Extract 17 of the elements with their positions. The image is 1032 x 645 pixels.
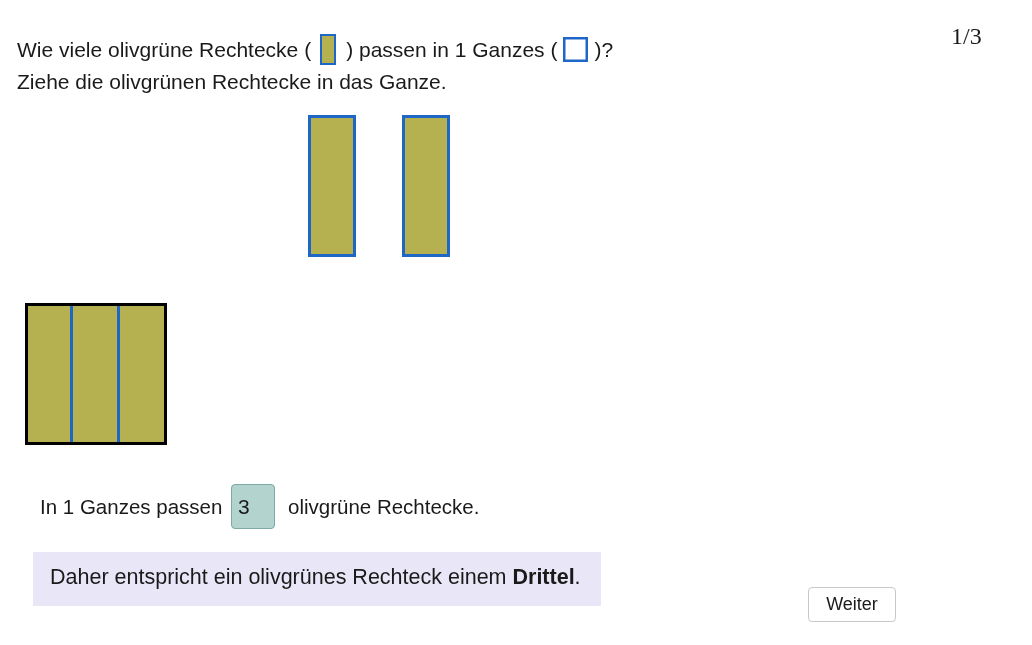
rectangle-tile [28,306,73,442]
question-text: Wie viele olivgrüne Rechtecke ( [17,36,312,62]
rectangle-tile [308,115,356,257]
rectangle-tile [120,306,164,442]
rectangle-tile [402,115,450,257]
hint-text: Daher entspricht ein olivgrünes Rechteck einem Drittel. [50,565,581,590]
page-counter: 1/3 [951,24,982,49]
question-text: ) passen in 1 Ganzes ( [346,36,558,62]
answer-field: 3 [231,484,275,529]
info-banner [33,552,601,606]
rectangle-tile [73,306,120,442]
question-text: )? [594,36,614,62]
answer-prompt: In 1 Ganzes passen [40,494,223,519]
whole-square [25,303,167,445]
next-button: Weiter [808,587,896,622]
instruction-text: Ziehe die olivgrünen Rechtecke in das Ganze. [17,69,447,94]
answer-prompt: olivgrüne Rechtecke. [288,494,480,519]
